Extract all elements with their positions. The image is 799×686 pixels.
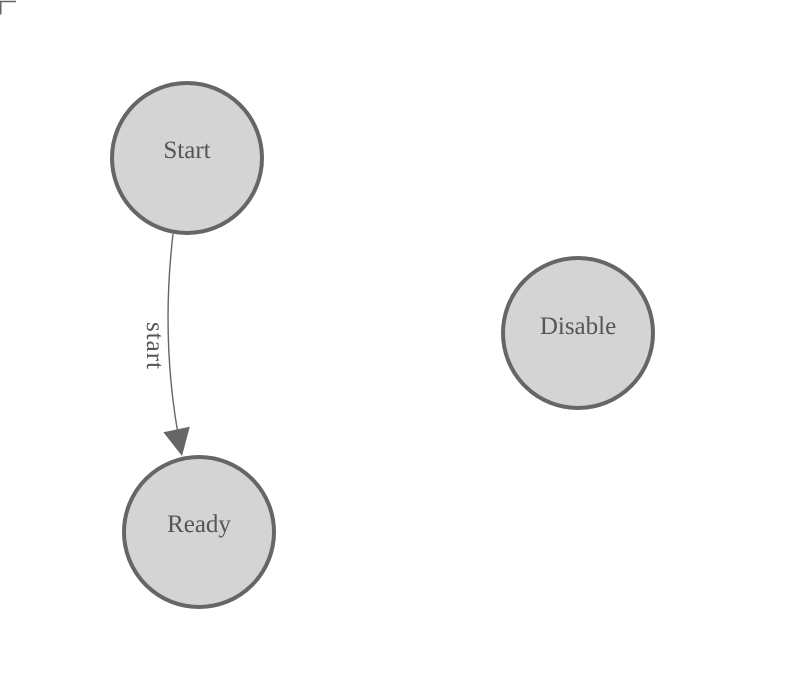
edge-start-to-ready[interactable]: start (141, 233, 190, 456)
node-disable-circle[interactable] (501, 256, 655, 410)
arrowhead-icon (163, 426, 190, 456)
node-ready-label: Ready (167, 511, 231, 538)
node-start[interactable]: Start (110, 81, 264, 235)
node-start-circle[interactable] (110, 81, 264, 235)
node-ready-circle[interactable] (122, 455, 276, 609)
edge-path[interactable] (167, 233, 182, 451)
node-start-label: Start (163, 137, 210, 164)
node-disable-label: Disable (540, 313, 616, 340)
node-disable[interactable]: Disable (501, 256, 655, 410)
edge-label[interactable]: start (141, 322, 168, 370)
node-ready[interactable]: Ready (122, 455, 276, 609)
canvas-corner-mark (0, 0, 16, 15)
